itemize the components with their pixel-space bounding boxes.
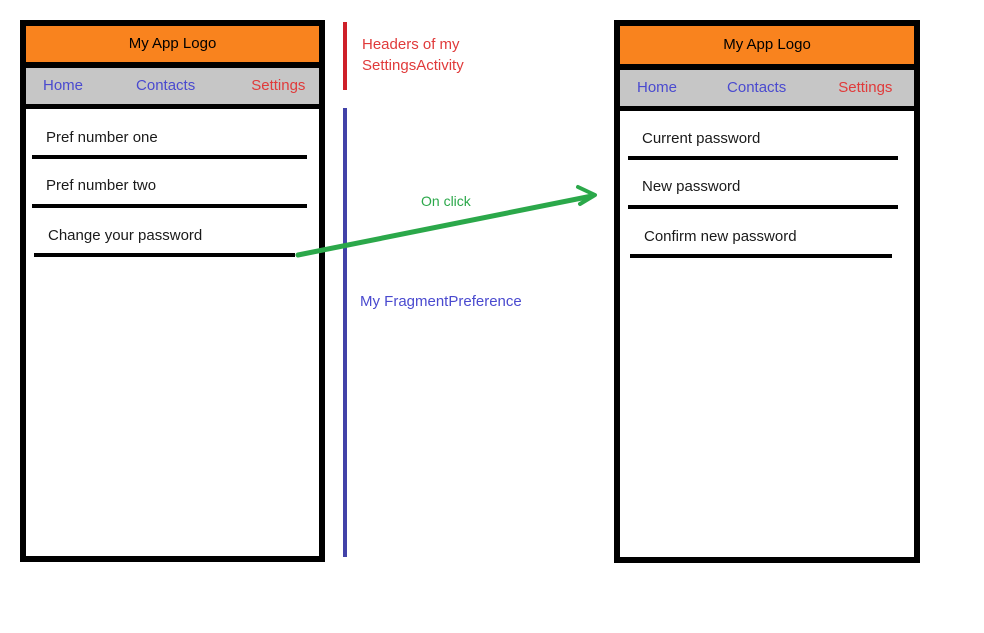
nav-item-contacts-right[interactable]: Contacts — [727, 79, 787, 96]
list-divider — [32, 155, 307, 159]
app-bar-title-left: My App Logo — [128, 35, 217, 52]
list-divider — [630, 254, 892, 258]
nav-bar-right: Home Contacts Settings — [620, 70, 914, 111]
nav-item-home-left[interactable]: Home — [43, 77, 84, 94]
preference-list-left: Pref number one Pref number two Change y… — [26, 109, 319, 257]
annotation-bracket-red — [343, 22, 347, 90]
password-field-list-right: Current password New password Confirm ne… — [620, 111, 914, 258]
phone-mockup-settings-activity: My App Logo Home Contacts Settings Pref … — [20, 20, 325, 562]
list-item[interactable]: Pref number two — [26, 159, 319, 208]
list-item-label: Pref number one — [46, 129, 158, 146]
list-divider — [32, 204, 307, 208]
nav-item-settings-right[interactable]: Settings — [838, 79, 893, 96]
list-item[interactable]: Pref number one — [26, 109, 319, 159]
nav-item-settings-left[interactable]: Settings — [251, 77, 306, 94]
list-item-label: Change your password — [48, 227, 203, 244]
list-item-label: Current password — [642, 130, 761, 147]
annotation-bracket-blue — [343, 108, 347, 557]
annotation-headers-label: Headers of my SettingsActivity — [362, 36, 464, 74]
list-divider — [34, 253, 295, 257]
nav-item-contacts-left[interactable]: Contacts — [136, 77, 196, 94]
list-item-change-password[interactable]: Change your password — [26, 208, 319, 257]
phone-mockup-change-password: My App Logo Home Contacts Settings Curre… — [614, 20, 920, 563]
app-bar-left: My App Logo — [26, 26, 319, 68]
nav-item-home-right[interactable]: Home — [637, 79, 678, 96]
app-bar-right: My App Logo — [620, 26, 914, 70]
list-item-confirm-new-password[interactable]: Confirm new password — [620, 209, 914, 258]
list-divider — [628, 156, 898, 160]
app-bar-title-right: My App Logo — [723, 36, 811, 53]
nav-bar-left: Home Contacts Settings — [26, 68, 319, 109]
list-item-current-password[interactable]: Current password — [620, 111, 914, 160]
list-item-label: Pref number two — [46, 177, 157, 194]
list-item-new-password[interactable]: New password — [620, 160, 914, 209]
list-divider — [628, 205, 898, 209]
annotation-fragment-label: My FragmentPreference — [360, 293, 522, 310]
list-item-label: New password — [642, 178, 741, 195]
annotation-onclick-label: On click — [421, 193, 471, 209]
list-item-label: Confirm new password — [644, 228, 797, 245]
